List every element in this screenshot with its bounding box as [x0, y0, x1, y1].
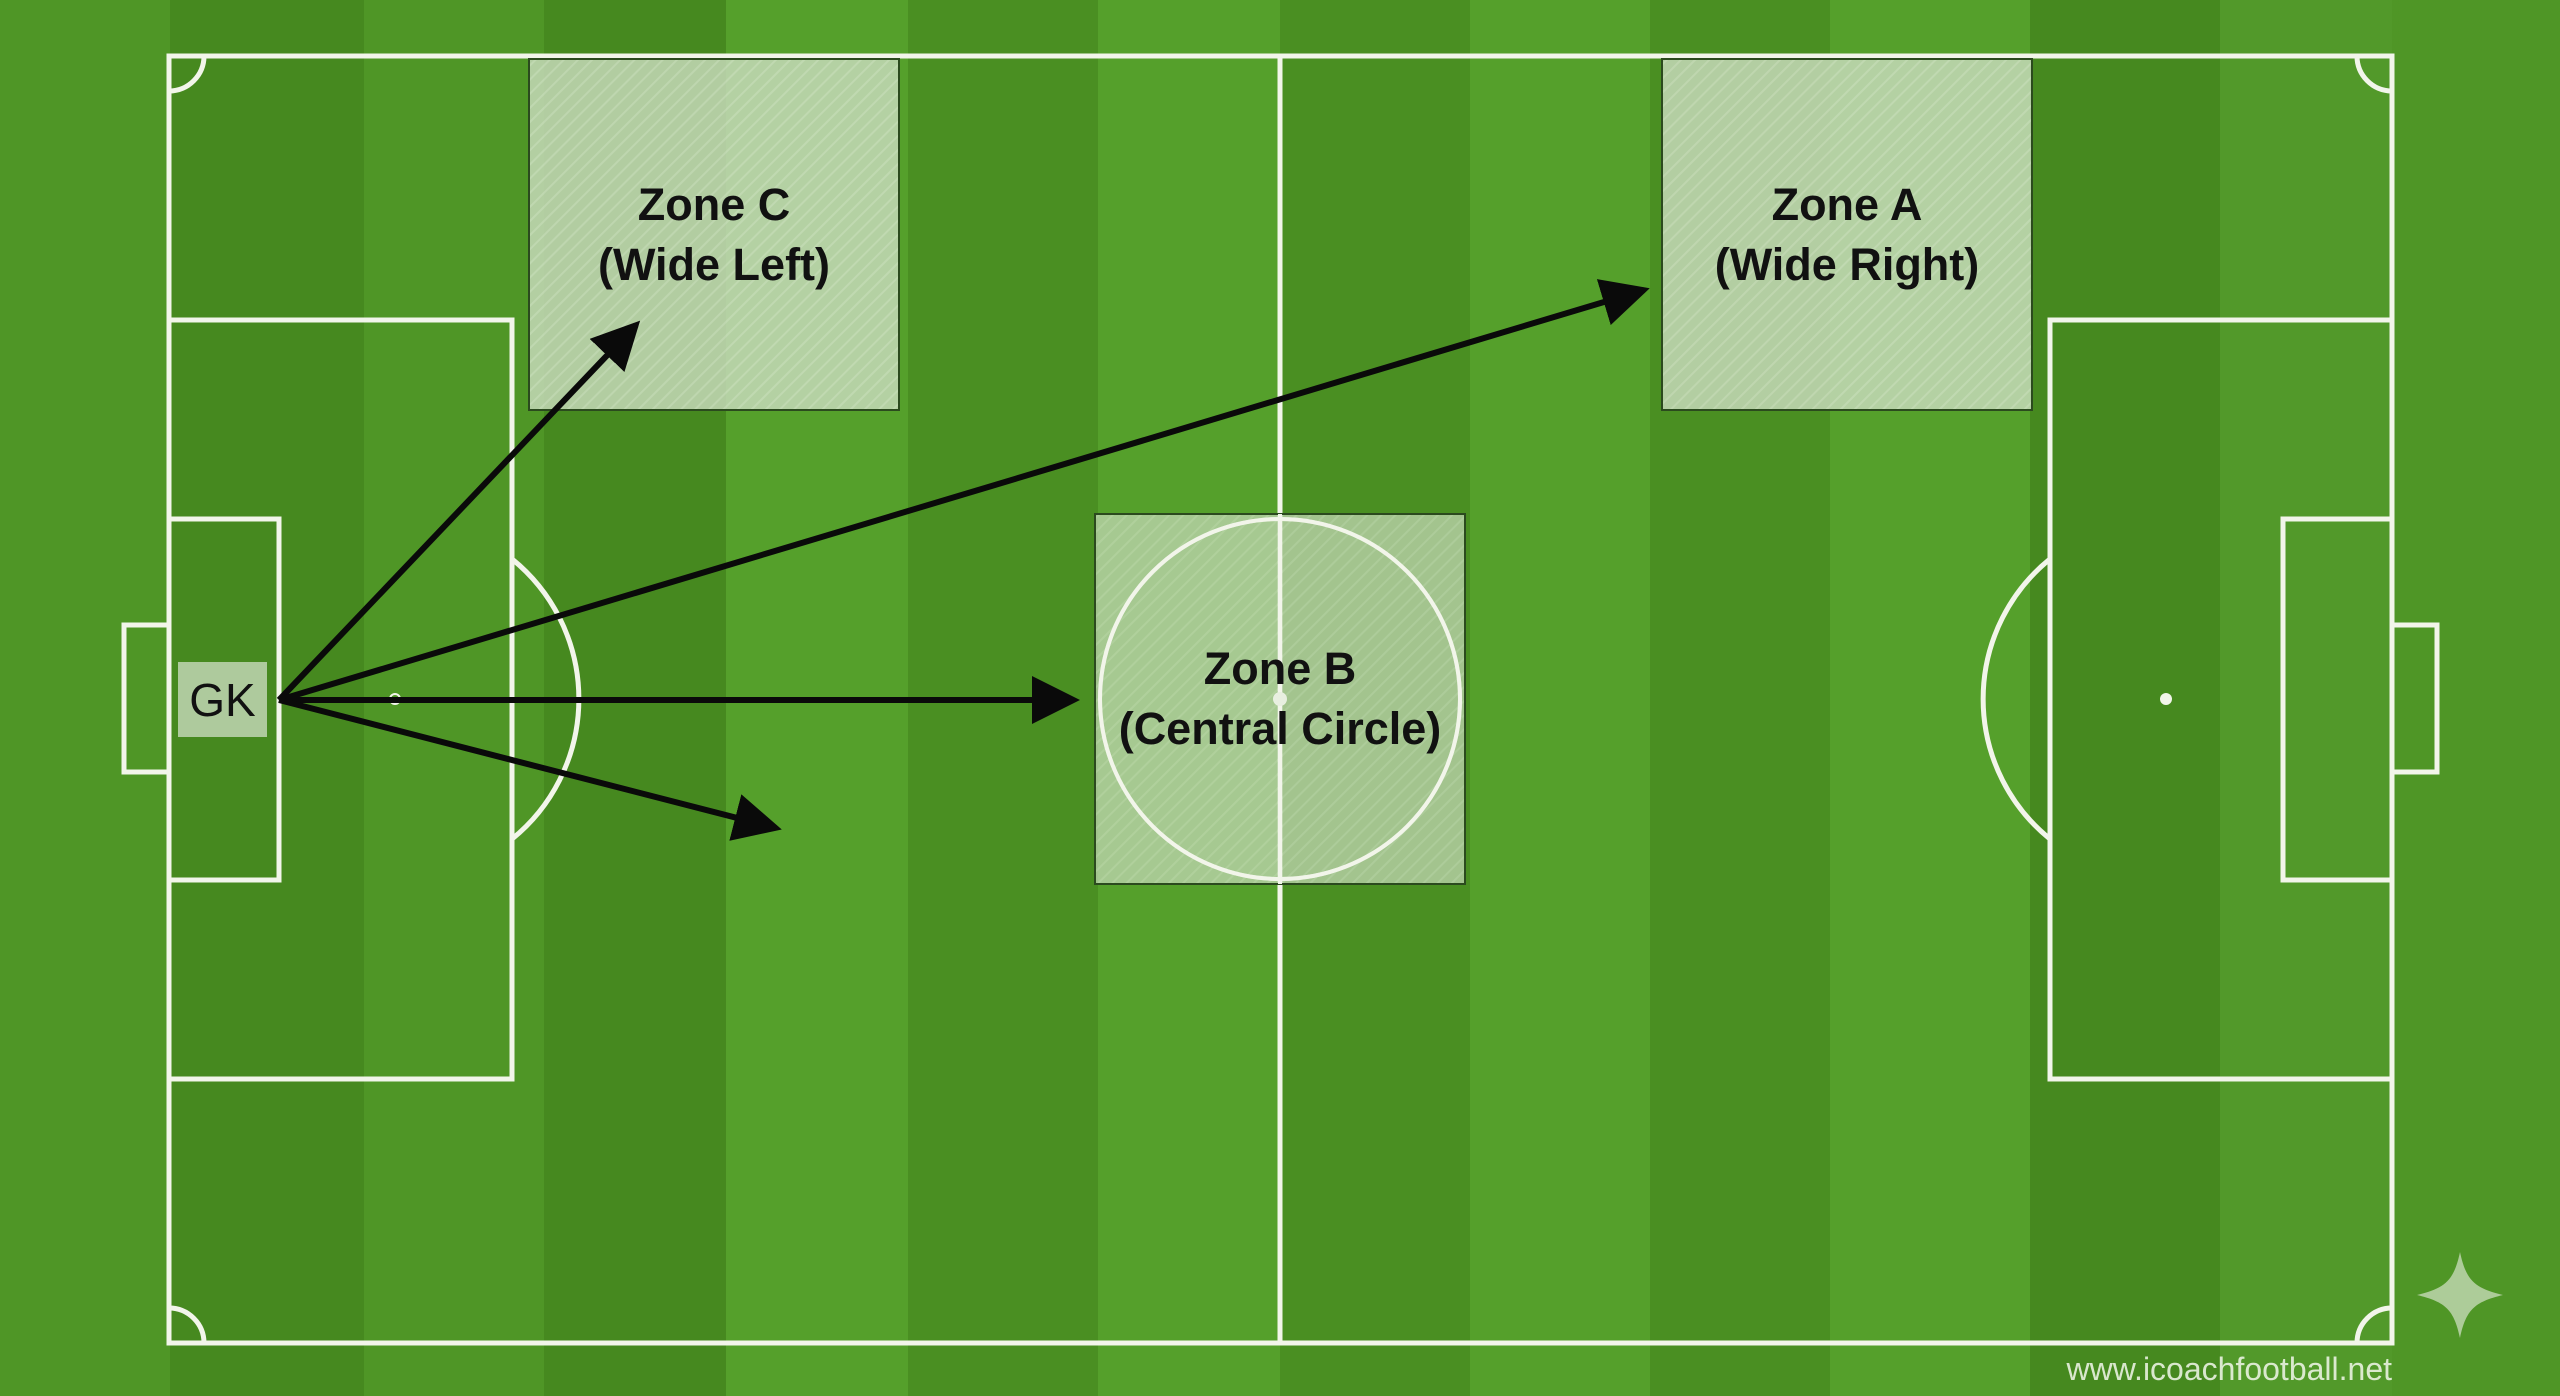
watermark-text: www.icoachfootball.net — [2066, 1351, 2392, 1387]
gk-marker-box — [178, 662, 267, 737]
zone-a-box — [1661, 58, 2033, 411]
arrow-short — [278, 697, 782, 841]
zone-c-box — [528, 58, 900, 411]
arrow-to-zone-a — [278, 279, 1650, 703]
arrow-to-zone-c — [276, 320, 641, 703]
right-penalty-spot — [2160, 693, 2172, 705]
corner-arc-bottom-right — [2354, 1305, 2393, 1344]
pass-arrows — [276, 279, 1650, 841]
sparkle-icon — [2417, 1252, 2503, 1338]
left-goal — [121, 622, 172, 775]
centre-spot — [1273, 692, 1287, 706]
corner-arc-top-left — [168, 55, 207, 94]
right-penalty-arc — [1980, 557, 2052, 841]
corner-arc-top-right — [2354, 55, 2393, 94]
corner-arc-bottom-left — [168, 1305, 207, 1344]
gk-label: GK — [189, 673, 256, 726]
right-goal — [2389, 622, 2440, 775]
